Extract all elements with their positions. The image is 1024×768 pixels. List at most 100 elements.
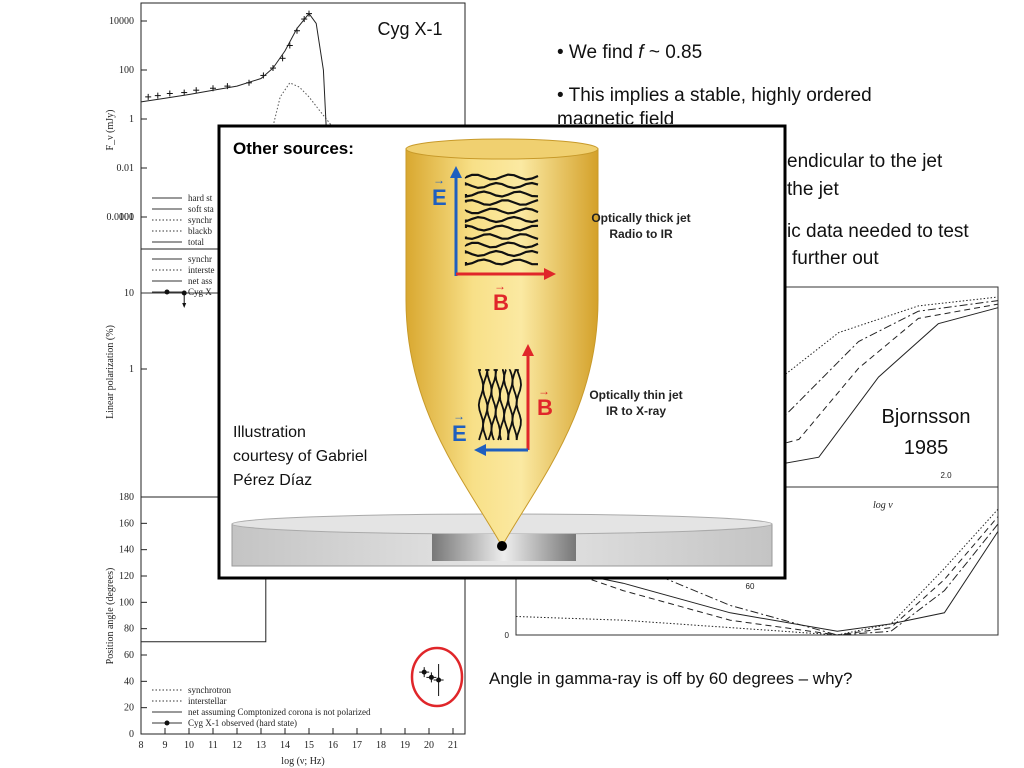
position-angle-y-tick-label: 80 <box>124 624 134 635</box>
thick-field-line <box>464 207 539 215</box>
thin-field-line <box>482 369 489 441</box>
position-angle-legend-item: Cyg X-1 observed (hard state) <box>188 718 297 728</box>
thick-e-arrowhead <box>450 166 462 178</box>
inset-title: Other sources: <box>233 139 354 158</box>
position-angle-x-tick-label: 21 <box>448 740 458 751</box>
cyg-x1-label: Cyg X-1 <box>377 19 442 39</box>
position-angle-x-tick-label: 19 <box>400 740 410 751</box>
thick-jet-field-lines <box>464 173 539 266</box>
flux-legend-item: synchr <box>188 215 212 225</box>
thin-field-line <box>503 369 510 441</box>
bullet-perpendicular: endicular to the jet <box>787 151 943 172</box>
thick-field-line <box>464 190 539 198</box>
position-angle-x-tick-label: 15 <box>304 740 314 751</box>
thin-e-vector-mark: → <box>453 409 465 423</box>
polarization-legend-item: Cyg X <box>188 287 212 297</box>
position-angle-x-tick-label: 14 <box>280 740 290 751</box>
bullet-find-f: • We find f ~ 0.85 <box>557 42 703 63</box>
position-angle-y-tick-label: 120 <box>119 571 134 582</box>
polarization-legend-item: net ass <box>188 276 213 286</box>
polarization-y-tick-label: 1 <box>129 364 134 375</box>
thick-field-line <box>464 249 539 258</box>
polarization-legend-item: interste <box>188 265 215 275</box>
bjornsson-bottom-x-tick-label: 60 <box>746 582 755 591</box>
thick-jet-label: Optically thick jet <box>591 211 690 225</box>
polarization-y-tick-label: 100 <box>119 212 134 223</box>
position-angle-y-tick-label: 40 <box>124 676 134 687</box>
position-angle-y-tick-label: 180 <box>119 492 134 503</box>
total-curve <box>140 12 332 218</box>
bjornsson-bottom-curve <box>515 531 999 632</box>
thick-field-line <box>464 224 539 232</box>
thick-field-line <box>464 173 539 181</box>
thick-b-vector-mark: → <box>494 279 506 293</box>
thin-b-symbol: B <box>537 395 553 420</box>
credit-line2: courtesy of Gabriel <box>233 448 367 465</box>
thin-e-arrowhead <box>474 444 486 456</box>
thick-e-vector-mark: → <box>433 173 445 187</box>
flux-series <box>140 10 341 218</box>
polarization-legend-marker <box>164 289 170 295</box>
position-angle-x-tick-label: 11 <box>208 740 218 751</box>
position-angle-x-tick-label: 18 <box>376 740 386 751</box>
position-angle-legend-marker <box>164 720 170 726</box>
thick-field-line <box>464 181 539 190</box>
position-angle-x-axis-label: log (ν; Hz) <box>281 756 324 767</box>
polarization-y-axis-label: Linear polarization (%) <box>105 325 116 419</box>
thick-field-line <box>464 233 539 241</box>
position-angle-x-tick-label: 8 <box>139 740 144 751</box>
flux-legend-item: blackb <box>188 226 212 236</box>
thick-field-line <box>464 241 539 249</box>
thick-field-line <box>464 215 539 224</box>
jet-opening <box>405 138 599 160</box>
thin-field-line <box>507 369 514 441</box>
flux-y-tick-label: 0.0001 <box>107 212 135 223</box>
bjornsson-bottom-curve <box>515 516 999 636</box>
thick-jet-band: Radio to IR <box>609 227 673 241</box>
position-angle-y-axis-label: Position angle (degrees) <box>105 568 116 665</box>
flux-y-tick-label: 10000 <box>109 16 134 27</box>
black-hole-dot <box>497 541 507 551</box>
polarization-y-tick-label: 10 <box>124 288 134 299</box>
flux-y-tick-label: 100 <box>119 65 134 76</box>
position-angle-x-tick-label: 13 <box>256 740 266 751</box>
thick-b-symbol: B <box>493 290 509 315</box>
bjornsson-bottom-y-tick-label: 0 <box>505 631 510 640</box>
position-angle-x-tick-label: 20 <box>424 740 434 751</box>
thick-field-line <box>464 198 539 206</box>
thin-field-line <box>494 369 501 441</box>
position-angle-legend-item: interstellar <box>188 696 226 706</box>
position-angle-y-tick-label: 100 <box>119 597 134 608</box>
angle-note: Angle in gamma-ray is off by 60 degrees … <box>489 669 853 688</box>
credit-line3: Pérez Díaz <box>233 472 312 489</box>
position-angle-x-tick-label: 17 <box>352 740 362 751</box>
thin-field-line <box>515 369 522 441</box>
position-angle-y-tick-label: 140 <box>119 545 134 556</box>
bjornsson-label-line2: 1985 <box>904 437 949 459</box>
gamma-ray-highlight-circle <box>410 646 464 708</box>
thin-jet-field-lines <box>477 369 522 441</box>
bullet-stable-field-cont: magnetic field <box>557 109 675 124</box>
position-angle-x-tick-label: 12 <box>232 740 242 751</box>
position-angle-y-tick-label: 0 <box>129 729 134 740</box>
flux-legend-item: hard st <box>188 193 213 203</box>
polarization-limit-arrowhead <box>182 303 187 308</box>
thin-b-vector-mark: → <box>538 384 550 398</box>
position-angle-y-tick-label: 60 <box>124 650 134 661</box>
thin-b-arrowhead <box>522 344 534 356</box>
flux-y-tick-label: 0.01 <box>117 163 135 174</box>
thick-b-arrowhead <box>544 268 556 280</box>
thin-jet-band: IR to X-ray <box>606 404 666 418</box>
bullet-further-out: further out <box>792 248 879 269</box>
thin-jet-label: Optically thin jet <box>589 388 682 402</box>
bullet-data-needed: ic data needed to test <box>787 221 969 242</box>
thick-e-symbol: E <box>432 185 447 210</box>
bjornsson-top-x-tick-label: 2.0 <box>940 471 952 480</box>
flux-legend-item: soft sta <box>188 204 214 214</box>
position-angle-x-tick-label: 16 <box>328 740 338 751</box>
